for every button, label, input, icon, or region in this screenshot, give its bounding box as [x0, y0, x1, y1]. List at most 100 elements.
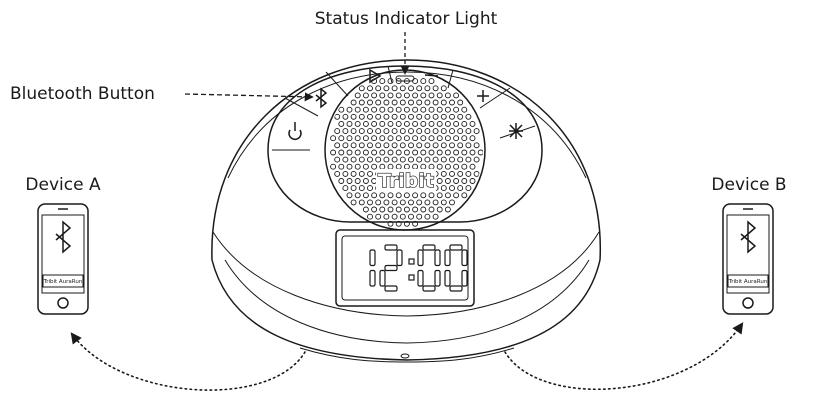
grille-hole — [436, 163, 443, 170]
grille-hole — [449, 199, 455, 206]
grille-hole — [408, 199, 414, 206]
device-list-label: Tribit AuraRun — [43, 279, 83, 285]
grille-hole — [371, 163, 378, 170]
grille-hole — [428, 78, 435, 85]
grille-hole — [453, 120, 460, 127]
grille-hole — [362, 178, 369, 184]
grille-hole — [424, 142, 431, 149]
grille-hole — [342, 113, 349, 120]
grille-hole — [440, 128, 447, 135]
grille-hole — [350, 142, 357, 149]
grille-hole — [338, 135, 345, 142]
grille-hole — [330, 135, 337, 142]
grille-hole — [375, 142, 382, 149]
grille-hole — [403, 120, 410, 127]
grille-hole — [457, 128, 464, 135]
grille-hole — [420, 206, 427, 213]
grille-hole — [375, 128, 382, 135]
grille-hole — [440, 85, 447, 92]
device-list-item[interactable] — [727, 274, 769, 288]
grille-hole — [371, 106, 378, 113]
grille-hole — [358, 199, 365, 206]
device-a-phone[interactable]: Tribit AuraRun — [37, 203, 89, 315]
home-button[interactable] — [742, 297, 754, 309]
grille-hole — [444, 206, 451, 213]
grille-hole — [371, 120, 378, 127]
grille-hole — [338, 149, 345, 156]
grille-hole — [346, 106, 353, 113]
grille-hole — [379, 149, 386, 156]
grille-hole — [367, 199, 373, 206]
grille-hole — [416, 128, 423, 135]
grille-hole — [379, 120, 386, 127]
grille-hole — [428, 135, 435, 142]
grille-hole — [408, 99, 414, 106]
volume-up-icon[interactable] — [477, 90, 489, 102]
grille-hole — [412, 106, 419, 113]
grille-hole — [371, 92, 378, 99]
grille-hole — [379, 106, 386, 113]
grille-hole — [432, 156, 439, 163]
power-icon[interactable] — [288, 122, 302, 140]
grille-hole — [449, 185, 455, 192]
bluetooth-button-icon[interactable] — [315, 87, 328, 109]
grille-hole — [346, 192, 353, 199]
grille-hole — [395, 149, 402, 156]
grille-hole — [416, 213, 423, 220]
grille-hole — [473, 142, 480, 149]
grille-hole — [440, 142, 447, 149]
grille-hole — [403, 220, 410, 227]
device-list-item[interactable] — [42, 274, 84, 288]
grille-hole — [473, 170, 480, 177]
grille-hole — [453, 192, 460, 199]
grille-hole — [367, 99, 373, 106]
grille-hole — [444, 192, 451, 199]
grille-hole — [461, 163, 468, 170]
grille-hole — [387, 163, 394, 170]
grille-hole — [473, 156, 480, 163]
grille-hole — [338, 106, 345, 113]
grille-hole — [444, 92, 451, 99]
grille-hole — [362, 163, 369, 170]
brand-logo: Tribit — [378, 170, 434, 192]
grille-hole — [424, 99, 431, 106]
grille-hole — [432, 213, 439, 220]
grille-hole — [354, 120, 361, 127]
grille-hole — [432, 199, 439, 206]
clock-segment — [434, 249, 441, 267]
grille-hole — [367, 85, 373, 92]
grille-hole — [436, 192, 443, 199]
clock-digits — [369, 244, 468, 292]
grille-hole — [424, 213, 431, 220]
grille-hole — [342, 156, 349, 163]
grille-hole — [358, 99, 365, 106]
grille-hole — [362, 149, 369, 156]
grille-hole — [346, 178, 353, 184]
grille-hole — [362, 206, 369, 213]
grille-hole — [440, 99, 447, 106]
light-icon[interactable] — [509, 123, 523, 139]
grille-hole — [440, 113, 447, 120]
grille-hole — [379, 192, 386, 199]
grille-hole — [457, 113, 464, 120]
grille-hole — [469, 178, 476, 184]
grille-hole — [358, 113, 365, 120]
bluetooth-button-label: Bluetooth Button — [10, 84, 155, 104]
grille-hole — [416, 199, 423, 206]
home-button[interactable] — [57, 297, 69, 309]
grille-hole — [465, 113, 472, 120]
clock-segment — [379, 269, 386, 287]
grille-hole — [457, 156, 464, 163]
grille-hole — [453, 92, 460, 99]
grille-hole — [420, 120, 427, 127]
grille-hole — [403, 106, 410, 113]
grille-hole — [453, 149, 460, 156]
grille-hole — [436, 149, 443, 156]
grille-hole — [469, 149, 476, 156]
grille-hole — [403, 92, 410, 99]
grille-hole — [412, 135, 419, 142]
device-b-phone[interactable]: Tribit AuraRun — [722, 203, 774, 315]
grille-hole — [383, 156, 390, 163]
grille-hole — [420, 92, 427, 99]
